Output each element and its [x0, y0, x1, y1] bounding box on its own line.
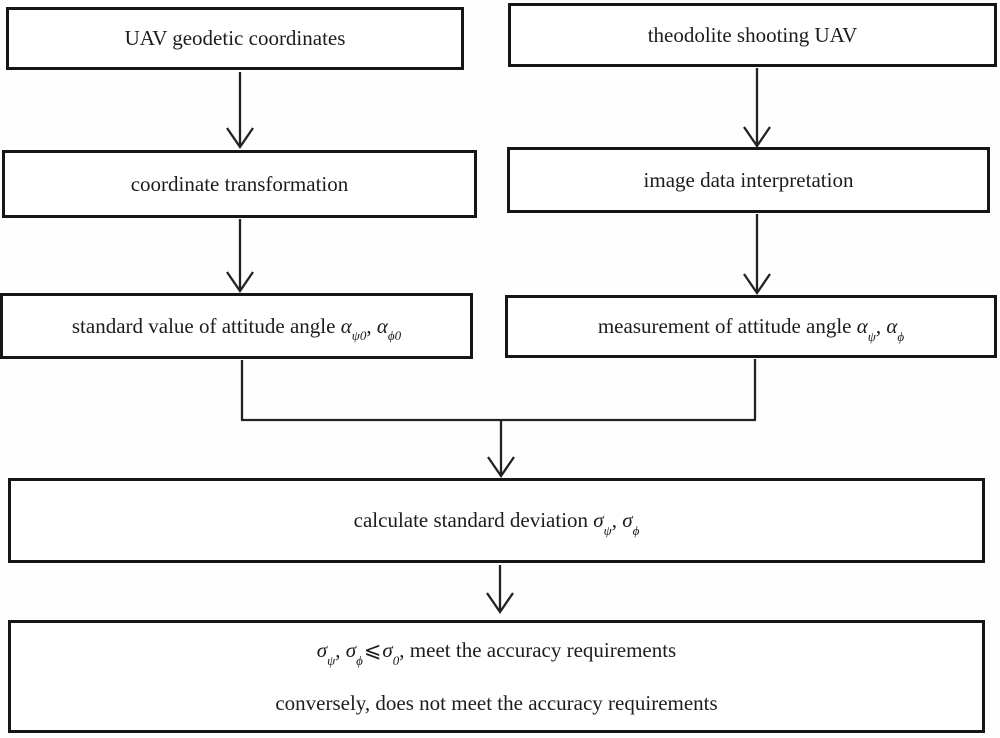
box-label: standard value of attitude angle αψ0, αϕ… — [71, 313, 402, 344]
alpha-symbol: α — [376, 313, 388, 338]
subscript: ϕ — [356, 652, 363, 668]
alpha-symbol: α — [886, 314, 898, 339]
arrow-theodolite-to-interpret — [743, 68, 771, 149]
box-image-data-interpretation: image data interpretation — [507, 147, 990, 213]
box-label: theodolite shooting UAV — [647, 22, 858, 47]
arrow-calc-to-decision — [486, 565, 514, 615]
box-label: calculate standard deviation σψ, σϕ — [353, 508, 640, 538]
box-label: UAV geodetic coordinates — [124, 26, 346, 51]
subscript: ψ — [327, 652, 336, 668]
subscript: ϕ — [897, 328, 905, 344]
sigma-symbol: σ — [345, 638, 357, 663]
alpha-symbol: α — [340, 313, 352, 338]
subscript: ϕ — [632, 522, 640, 538]
box-measurement-attitude-angle: measurement of attitude angle αψ, αϕ — [505, 295, 997, 358]
subscript: ψ — [867, 328, 876, 344]
less-equal-symbol: ⩽ — [363, 638, 382, 663]
sigma-symbol: σ — [316, 638, 328, 663]
box-standard-value-attitude-angle: standard value of attitude angle αψ0, αϕ… — [0, 293, 473, 359]
box-theodolite-shooting-uav: theodolite shooting UAV — [508, 3, 997, 67]
subscript: ψ0 — [351, 328, 367, 344]
decision-line-1: σψ, σϕ⩽σ0, meet the accuracy requirement… — [316, 638, 677, 668]
box-coordinate-transformation: coordinate transformation — [2, 150, 477, 218]
box-label: image data interpretation — [643, 167, 854, 192]
box-label: coordinate transformation — [130, 171, 349, 196]
subscript: 0 — [392, 652, 400, 668]
box-label: measurement of attitude angle αψ, αϕ — [597, 314, 905, 344]
box-uav-geodetic-coordinates: UAV geodetic coordinates — [6, 7, 464, 70]
alpha-symbol: α — [856, 314, 868, 339]
sigma-symbol: σ — [382, 638, 393, 663]
sigma-symbol: σ — [622, 508, 633, 533]
box-accuracy-decision: σψ, σϕ⩽σ0, meet the accuracy requirement… — [8, 620, 985, 733]
merge-connector — [240, 359, 757, 479]
sigma-symbol: σ — [593, 508, 604, 533]
subscript: ϕ0 — [387, 328, 402, 344]
subscript: ψ — [603, 522, 612, 538]
box-calculate-standard-deviation: calculate standard deviation σψ, σϕ — [8, 478, 985, 563]
decision-line-2: conversely, does not meet the accuracy r… — [275, 690, 718, 715]
arrow-interpret-to-measure — [743, 214, 771, 296]
arrow-coord-to-standard — [226, 219, 254, 294]
arrow-uav-to-coord — [226, 72, 254, 150]
